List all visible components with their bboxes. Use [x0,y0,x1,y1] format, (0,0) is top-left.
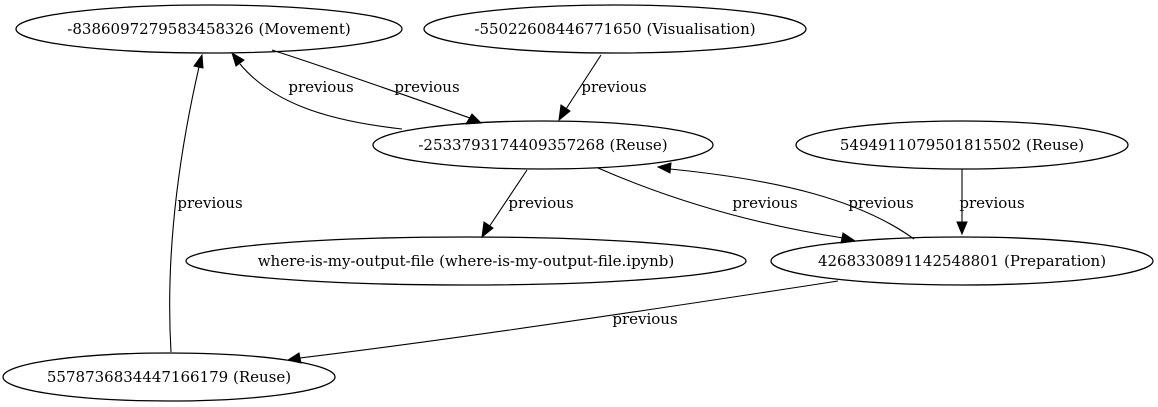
node-visualisation[interactable]: -55022608446771650 (Visualisation) [423,4,807,54]
node-reuse-2533793174409357268[interactable]: -2533793174409357268 (Reuse) [372,120,714,170]
svg-text:previous: previous [508,194,573,212]
edge-label-previous: previous [848,194,913,212]
edge-reuse-to-movement [231,51,403,130]
svg-text:previous: previous [394,78,459,96]
edge-preparation-to-reuse [656,162,915,240]
node-reuse-5578736834447166179[interactable]: 5578736834447166179 (Reuse) [2,352,336,402]
node-movement[interactable]: -8386097279583458326 (Movement) [15,4,403,54]
node-preparation[interactable]: 4268330891142548801 (Preparation) [770,236,1154,286]
svg-text:previous: previous [732,194,797,212]
edge-label-previous: previous [394,78,459,96]
node-reuse-5494911079501815502[interactable]: 5494911079501815502 (Reuse) [795,120,1129,170]
edge-label-previous: previous [288,78,353,96]
svg-text:-55022608446771650 (Visualisat: -55022608446771650 (Visualisation) [474,20,755,38]
svg-text:-8386097279583458326 (Movement: -8386097279583458326 (Movement) [67,20,350,38]
edge-label-previous: previous [177,194,242,212]
edge-label-previous: previous [732,194,797,212]
svg-text:previous: previous [581,78,646,96]
svg-text:previous: previous [288,78,353,96]
svg-text:previous: previous [959,194,1024,212]
svg-text:previous: previous [177,194,242,212]
svg-text:5578736834447166179 (Reuse): 5578736834447166179 (Reuse) [47,368,291,386]
edge-label-previous: previous [612,310,677,328]
edge-reuse5494-to-preparation [956,169,968,236]
svg-text:where-is-my-output-file (where: where-is-my-output-file (where-is-my-out… [258,252,675,270]
edge-reuse-to-preparation [597,167,857,244]
svg-text:-2533793174409357268 (Reuse): -2533793174409357268 (Reuse) [418,136,667,154]
edge-label-previous: previous [581,78,646,96]
edge-reuse5578-to-movement [169,53,204,353]
svg-text:5494911079501815502 (Reuse): 5494911079501815502 (Reuse) [840,136,1084,154]
svg-text:previous: previous [848,194,913,212]
svg-text:previous: previous [612,310,677,328]
node-notebook[interactable]: where-is-my-output-file (where-is-my-out… [185,236,747,286]
edge-preparation-to-reuse5578 [286,280,839,364]
edge-label-previous: previous [508,194,573,212]
svg-text:4268330891142548801 (Preparati: 4268330891142548801 (Preparation) [818,252,1106,270]
edge-label-previous: previous [959,194,1024,212]
edge-reuse-to-notebook [481,169,528,239]
edge-visualisation-to-reuse [558,54,602,122]
